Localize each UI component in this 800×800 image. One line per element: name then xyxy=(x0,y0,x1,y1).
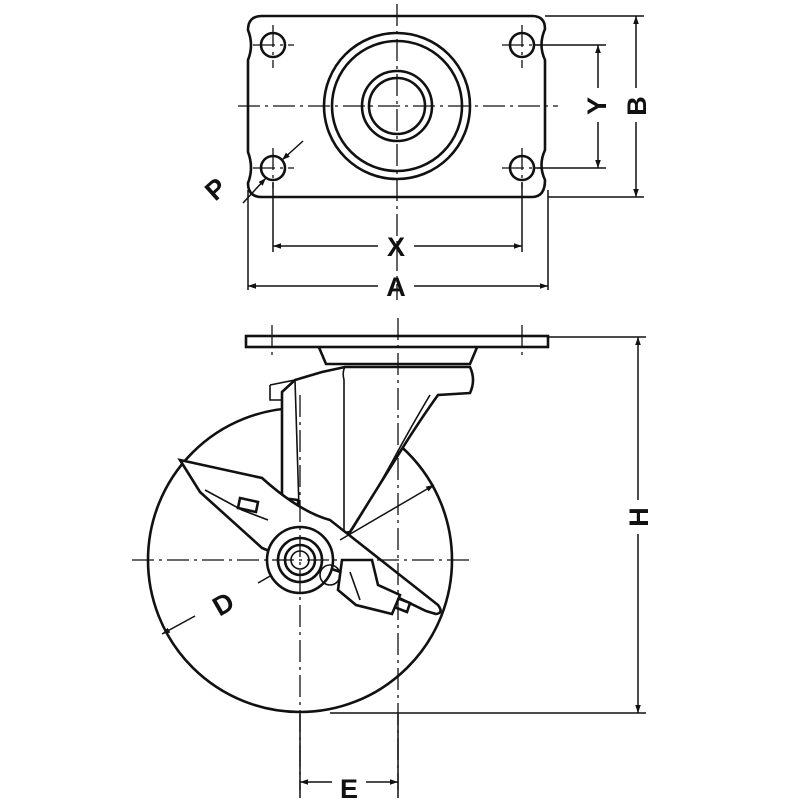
dim-e: E xyxy=(300,774,398,800)
brake-pedal-detail xyxy=(349,571,361,601)
fork-rib xyxy=(351,394,431,531)
fork-edge xyxy=(269,379,301,541)
top-extension-lines xyxy=(247,15,644,290)
dim-label-y: Y xyxy=(582,97,612,115)
dim-label-b: B xyxy=(622,96,652,116)
dim-label-x: X xyxy=(387,232,405,262)
side-view: H D E xyxy=(132,318,654,800)
fork-inner-line xyxy=(342,366,346,532)
side-extension-lines xyxy=(299,336,646,798)
dim-label-e: E xyxy=(340,774,358,800)
dim-a: A xyxy=(248,272,548,302)
dim-x: X xyxy=(273,232,522,262)
top-centerlines xyxy=(238,4,558,300)
top-view: X A Y B P xyxy=(199,4,652,302)
dim-label-p: P xyxy=(199,172,232,206)
axle-washer xyxy=(319,564,341,586)
dim-label-h: H xyxy=(624,507,654,527)
dim-y: Y xyxy=(582,45,612,168)
brake-pedal xyxy=(336,558,402,616)
brake-tab xyxy=(236,496,260,514)
dim-b: B xyxy=(622,16,652,197)
mounting-plate xyxy=(244,334,550,349)
dim-label-a: A xyxy=(386,272,406,302)
dim-h: H xyxy=(624,337,654,713)
fork-lip xyxy=(269,385,282,401)
dim-label-d: D xyxy=(208,586,240,622)
top-plate-outline xyxy=(246,14,547,199)
